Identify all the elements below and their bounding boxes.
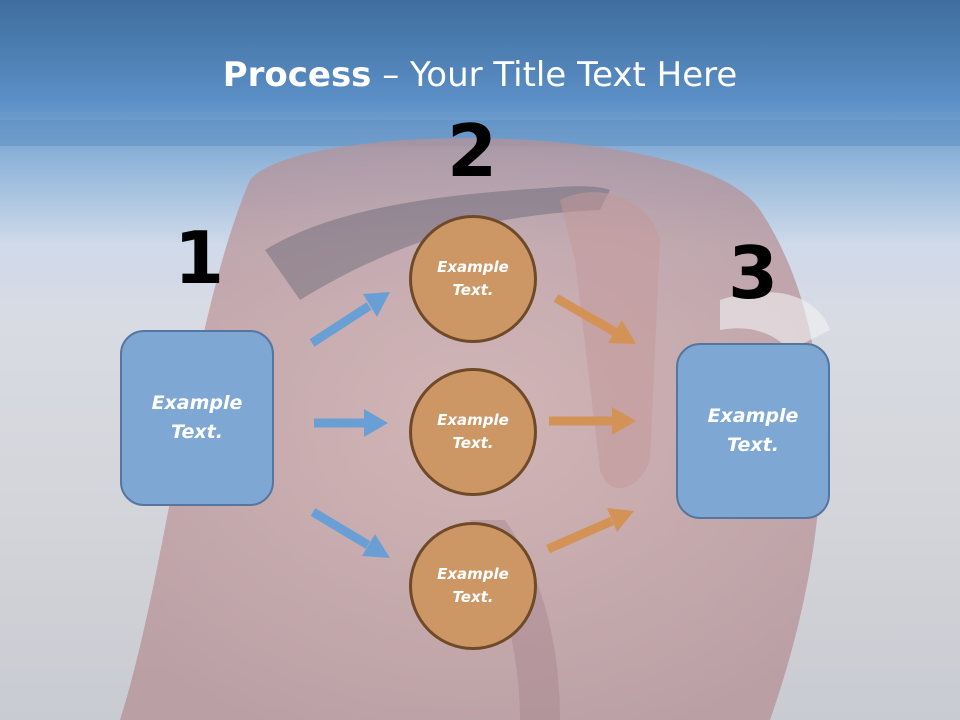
circle-bottom-text: Example Text. [437,565,509,606]
step1-box[interactable]: Example Text. [120,330,274,506]
step2-circle-top[interactable]: Example Text. [409,215,537,343]
step-number-3: 3 [727,231,779,315]
title-bold: Process [222,55,372,95]
title-rest: – Your Title Text Here [371,55,738,95]
step3-text: Example Text. [707,405,799,456]
step2-circle-middle[interactable]: Example Text. [409,368,537,496]
step2-circle-bottom[interactable]: Example Text. [409,522,537,650]
step1-text: Example Text. [151,392,243,443]
step-number-2: 2 [446,109,498,193]
circle-middle-text: Example Text. [437,411,509,452]
step-number-1: 1 [173,216,225,300]
step3-box[interactable]: Example Text. [676,343,830,519]
slide-title: Process – Your Title Text Here [0,52,960,98]
circle-top-text: Example Text. [437,258,509,299]
